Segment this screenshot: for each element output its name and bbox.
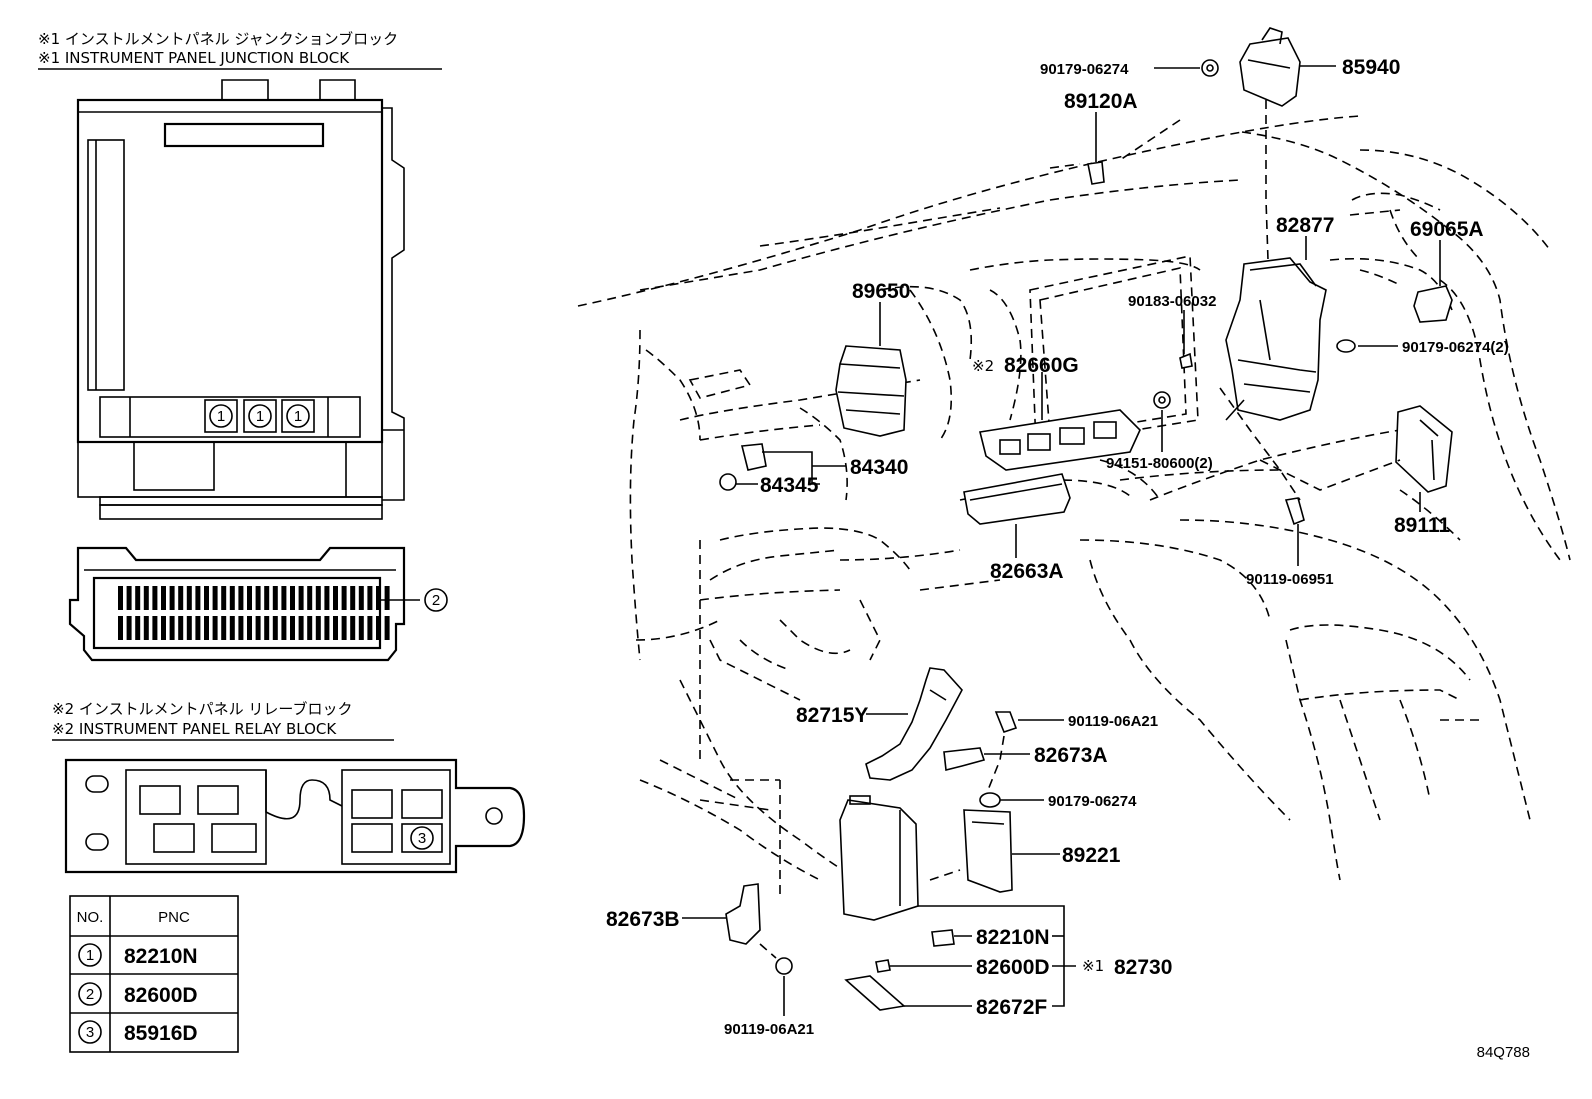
part-82210N-shape (931, 929, 955, 947)
part-82660G-shape (979, 409, 1141, 471)
pnc-table-header-pnc: PNC (158, 909, 190, 926)
label-82673A: 82673A (1034, 744, 1108, 767)
part-82663A-shape (963, 473, 1071, 525)
label-69065A: 69065A (1410, 218, 1484, 241)
label-90119-06A21-mid: 90119-06A21 (1068, 713, 1158, 730)
junction-marker-2: 2 (424, 588, 448, 612)
label-90183-06032: 90183-06032 (1128, 293, 1216, 310)
part-84345-shape (719, 473, 737, 491)
connector-slot-grid (118, 586, 390, 640)
part-90179-top-shape (1201, 59, 1219, 77)
part-82730-shape (839, 795, 919, 921)
part-89111-shape (1395, 405, 1453, 493)
svg-text:1: 1 (256, 408, 264, 425)
component-drawings (719, 27, 1453, 1011)
part-90183-shape (1179, 352, 1193, 369)
part-90119-06A21-mid-shape (994, 711, 1018, 733)
junction-block-legend: ※1 インストルメントパネル ジャンクションブロック ※1 INSTRUMENT… (38, 30, 448, 662)
pnc-table-header-no: NO. (77, 909, 104, 926)
part-69065A-shape (1413, 260, 1453, 323)
svg-text:1: 1 (217, 408, 225, 425)
junction-block-title-en: ※1 INSTRUMENT PANEL JUNCTION BLOCK (38, 49, 350, 67)
svg-text:2: 2 (432, 592, 440, 609)
part-89221-shape (963, 809, 1013, 893)
part-90119-06A21-bottom-shape (775, 957, 793, 975)
pnc-table-row: 2 82600D (78, 982, 198, 1007)
label-82600D: 82600D (976, 956, 1050, 979)
junction-marker-1b: 1 (248, 404, 272, 428)
svg-text:1: 1 (294, 408, 302, 425)
junction-block-title-jp: ※1 インストルメントパネル ジャンクションブロック (38, 30, 398, 48)
label-82730: 82730 (1114, 956, 1172, 979)
relay-marker-3: 3 (410, 826, 434, 850)
relay-block-legend: ※2 インストルメントパネル リレーブロック ※2 INSTRUMENT PAN… (52, 700, 526, 874)
label-82660G: 82660G (1004, 354, 1079, 377)
label-82663A: 82663A (990, 560, 1064, 583)
pnc-table: NO. PNC 1 82210N 2 82600D 3 85916D (69, 895, 239, 1053)
junction-block-drawing (76, 79, 405, 520)
label-89120A: 89120A (1064, 90, 1138, 113)
junction-marker-1c: 1 (286, 404, 310, 428)
label-90179-06274-2: 90179-06274(2) (1402, 339, 1509, 356)
label-84345: 84345 (760, 474, 819, 497)
part-82672F-shape (844, 975, 906, 1011)
label-82877: 82877 (1276, 214, 1334, 237)
part-85940-shape (1239, 27, 1301, 107)
relay-block-title-en: ※2 INSTRUMENT PANEL RELAY BLOCK (52, 720, 337, 738)
part-90179-low-shape (979, 792, 1001, 808)
part-82673B-shape (725, 883, 761, 945)
junction-marker-1a: 1 (209, 404, 233, 428)
part-90119-06951-shape (1284, 497, 1305, 526)
label-84340: 84340 (850, 456, 908, 479)
relay-block-drawing (64, 758, 526, 874)
label-90179-06274-top: 90179-06274 (1040, 61, 1129, 78)
label-89221: 89221 (1062, 844, 1121, 867)
pnc-row-no: 2 (86, 986, 94, 1003)
part-89650-shape (835, 345, 907, 437)
relay-block-title-jp: ※2 インストルメントパネル リレーブロック (52, 700, 352, 718)
part-90179-2-shape (1336, 339, 1356, 353)
label-82210N: 82210N (976, 926, 1050, 949)
pnc-table-row: 3 85916D (78, 1020, 198, 1045)
part-94151-shape (1153, 391, 1171, 409)
part-82877-shape (1225, 257, 1327, 421)
pnc-table-row: 1 82210N (78, 943, 198, 968)
label-82672F: 82672F (976, 996, 1047, 1019)
leader-lines (682, 65, 1441, 1016)
label-82730-prefix: ※1 (1082, 957, 1104, 975)
label-90119-06A21-bottom: 90119-06A21 (724, 1021, 814, 1038)
part-labels: 90179-06274 85940 89120A 82877 69065A 89… (606, 56, 1530, 1061)
label-82715Y: 82715Y (796, 704, 868, 727)
part-84340-shape (740, 443, 767, 471)
label-85940: 85940 (1342, 56, 1400, 79)
label-82673B: 82673B (606, 908, 680, 931)
part-82715Y-shape (865, 667, 963, 781)
label-82660G-prefix: ※2 (972, 357, 994, 375)
label-89111: 89111 (1394, 514, 1450, 537)
svg-text:3: 3 (418, 830, 426, 847)
part-89120A-shape (1087, 161, 1105, 185)
label-90119-06951: 90119-06951 (1246, 571, 1334, 588)
pnc-row-no: 3 (86, 1024, 94, 1041)
pnc-row-value: 82600D (124, 984, 198, 1007)
label-94151-80600-2: 94151-80600(2) (1106, 455, 1213, 472)
label-89650: 89650 (852, 280, 910, 303)
part-82673A-shape (943, 747, 986, 771)
drawing-reference: 84Q788 (1477, 1044, 1530, 1061)
pnc-row-value: 82210N (124, 945, 198, 968)
pnc-row-value: 85916D (124, 1022, 198, 1045)
pnc-row-no: 1 (86, 947, 94, 964)
label-90179-06274-low: 90179-06274 (1048, 793, 1137, 810)
part-82600D-shape (875, 959, 891, 973)
junction-block-bottom-view (68, 546, 420, 662)
